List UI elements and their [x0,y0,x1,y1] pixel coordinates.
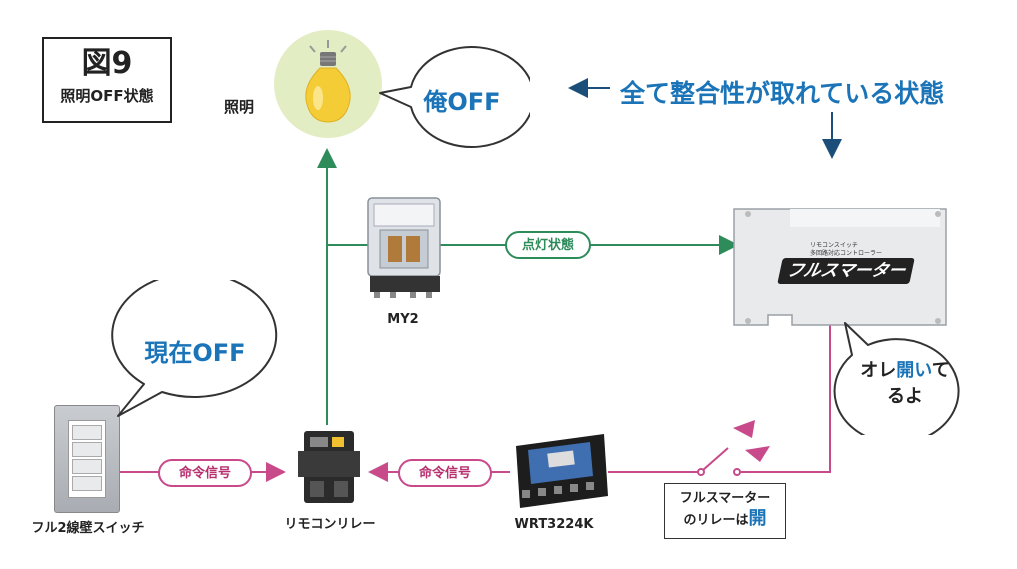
controller-speech-text: オレ開いて るよ [845,358,965,410]
my2-relay-image [367,197,441,298]
command-signal-pill-2: 命令信号 [398,459,492,487]
wall-switch-label: フル2線壁スイッチ [31,521,145,536]
controller-speech-line-2: るよ [887,386,923,407]
figure-number: 図9 [81,46,133,81]
wrt3224k-image [516,434,608,508]
controller-speech-part-2: 開い [896,360,932,381]
relay-note-line-2b: 開 [748,508,767,529]
status-message: 全て整合性が取れている状態 [620,79,945,108]
lamp-speech-bubble [379,46,530,148]
lamp-speech-text: 俺OFF [423,88,501,116]
wall-switch-button-2 [72,442,102,457]
magenta-line-contact-to-controller [740,322,831,473]
relay-note-line-1: フルスマーター [679,491,771,506]
open-contact-lever [702,447,729,471]
lit-state-pill: 点灯状態 [505,231,591,259]
contact-left-dot [697,468,705,476]
relay-note-line-2: のリレーは開 [665,509,785,531]
controller-speech-part-1: オレ [860,360,897,381]
contact-right-dot [733,468,741,476]
relay-note-line-2a: のリレーは [683,513,749,528]
figure-label-box: 図9 照明OFF状態 [42,37,172,123]
controller-small-text-1: リモコンスイッチ [810,242,858,249]
switch-speech-text: 現在OFF [144,339,246,367]
remote-relay-image [298,431,360,503]
controller-speech-bubble [833,322,960,435]
controller-logo: フルスマーター [777,258,915,284]
my2-label: MY2 [387,312,419,327]
lamp-label: 照明 [224,98,255,116]
relay-state-note: フルスマーター のリレーは開 [664,483,786,539]
wall-switch-button-4 [72,476,102,491]
open-contact-mark-top [733,420,755,438]
switch-speech-bubble [111,280,278,417]
command-signal-pill-1: 命令信号 [158,459,252,487]
controller-speech-part-3: て [931,360,950,381]
remote-relay-label: リモコンリレー [284,517,376,532]
controller-small-text-2: 多回路対応コントローラー [810,250,883,257]
wall-switch-button-1 [72,425,102,440]
wrt3224k-label: WRT3224K [514,517,594,532]
wall-switch-button-3 [72,459,102,474]
open-contact-mark-bottom [745,446,770,462]
figure-caption: 照明OFF状態 [60,87,154,105]
light-bulb-icon [305,40,351,123]
